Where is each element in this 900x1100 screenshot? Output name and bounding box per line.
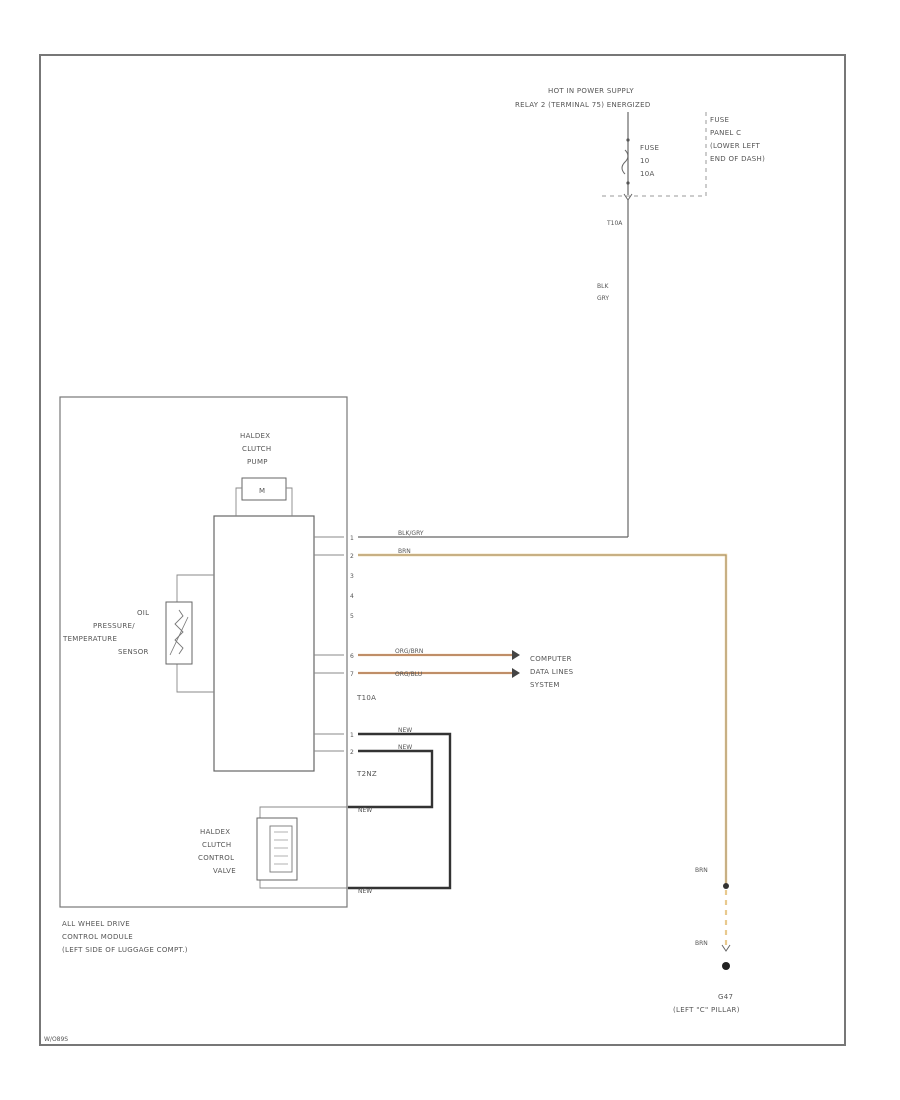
wire-label-brn: BRN <box>398 548 411 555</box>
ground-connector <box>721 944 731 952</box>
t10a-pin: 4 <box>350 593 354 600</box>
module-label-line2: CONTROL MODULE <box>62 933 133 941</box>
svg-text:M: M <box>259 487 265 495</box>
wire-label-org-brn: ORG/BRN <box>395 648 423 655</box>
fuse-terminal-label: T10A <box>606 220 623 227</box>
module-label-line3: (LEFT SIDE OF LUGGAGE COMPT.) <box>62 946 188 954</box>
wire-new-outer <box>348 732 452 890</box>
outer-border <box>39 54 846 1046</box>
motor-icon: M <box>241 477 287 501</box>
t10a-pin: 6 <box>350 653 354 660</box>
sensor-label-line3: TEMPERATURE <box>62 635 117 643</box>
t10a-pin: 1 <box>350 535 354 542</box>
data-lines-label-line2: DATA LINES <box>530 668 574 676</box>
pump-label-line3: PUMP <box>247 458 268 466</box>
pump-label-line2: CLUTCH <box>242 445 271 453</box>
fuse-panel-line4: END OF DASH) <box>710 155 765 163</box>
wire-new-inner <box>348 749 434 809</box>
fuse-10 <box>621 112 630 195</box>
valve-label-line2: CLUTCH <box>202 841 231 849</box>
t2nz-connector-label: T2NZ <box>356 770 377 778</box>
ground-wire-bottom-label: BRN <box>695 940 708 947</box>
power-label-line2: RELAY 2 (TERMINAL 75) ENERGIZED <box>515 101 651 109</box>
fuse-panel-line2: PANEL C <box>710 129 741 137</box>
diagram-code: W/O89S <box>44 1036 68 1043</box>
fuse-panel-outline <box>600 112 707 197</box>
awd-control-module-box <box>59 396 348 908</box>
t10a-pin-stubs <box>314 536 344 674</box>
ground-location: (LEFT "C" PILLAR) <box>673 1006 740 1014</box>
fuse-panel-line3: (LOWER LEFT <box>710 142 761 150</box>
ground-wire-top-label: BRN <box>695 867 708 874</box>
solenoid-valve-icon <box>256 817 298 881</box>
power-wire-color-line1: BLK <box>597 283 609 290</box>
data-line-arrow-icon <box>512 668 520 678</box>
pump-leads <box>235 487 293 516</box>
pump-label-line1: HALDEX <box>240 432 270 440</box>
sensor-label-line4: SENSOR <box>118 648 149 656</box>
t2nz-pin: 2 <box>350 749 354 756</box>
fuse-panel-line1: FUSE <box>710 116 729 124</box>
module-label-line1: ALL WHEEL DRIVE <box>62 920 130 928</box>
sensor-label-line2: PRESSURE/ <box>93 622 135 630</box>
valve-label-line3: CONTROL <box>198 854 234 862</box>
fuse-name-line2: 10 <box>640 157 650 165</box>
data-lines-label-line3: SYSTEM <box>530 681 560 689</box>
t10a-connector-label: T10A <box>356 694 376 702</box>
valve-label-line4: VALVE <box>213 867 236 875</box>
connector-t10a: 1 2 3 4 5 6 7 <box>350 535 354 678</box>
wire-label-valve-top: NEW <box>358 807 372 814</box>
wire-label-new-1: NEW <box>398 727 412 734</box>
data-line-arrow-icon <box>512 650 520 660</box>
power-wire-color-line2: GRY <box>597 295 609 302</box>
module-internal-block <box>213 515 315 772</box>
ground-name: G47 <box>718 993 733 1001</box>
t2nz-pin-stubs <box>314 733 344 752</box>
fuse-name-line3: 10A <box>640 170 655 178</box>
wire-brn <box>358 553 728 885</box>
data-lines-label-line1: COMPUTER <box>530 655 572 663</box>
t10a-pin: 2 <box>350 553 354 560</box>
wire-label-new-2: NEW <box>398 744 412 751</box>
splice-dot <box>723 883 729 889</box>
t2nz-pin: 1 <box>350 732 354 739</box>
valve-leads <box>259 806 348 889</box>
wire-label-valve-bottom: NEW <box>358 888 372 895</box>
power-label-line1: HOT IN POWER SUPPLY <box>548 87 634 95</box>
valve-label-line1: HALDEX <box>200 828 230 836</box>
sensor-resistor-icon <box>165 601 193 665</box>
t10a-pin: 7 <box>350 671 354 678</box>
fuse-name-line1: FUSE <box>640 144 659 152</box>
sensor-label-line1: OIL <box>137 609 149 617</box>
t10a-pin: 5 <box>350 613 354 620</box>
t10a-pin: 3 <box>350 573 354 580</box>
ground-point-icon <box>722 962 730 970</box>
wire-label-blk-gry: BLK/GRY <box>398 530 424 537</box>
wire-label-org-blu: ORG/BLU <box>395 671 422 678</box>
